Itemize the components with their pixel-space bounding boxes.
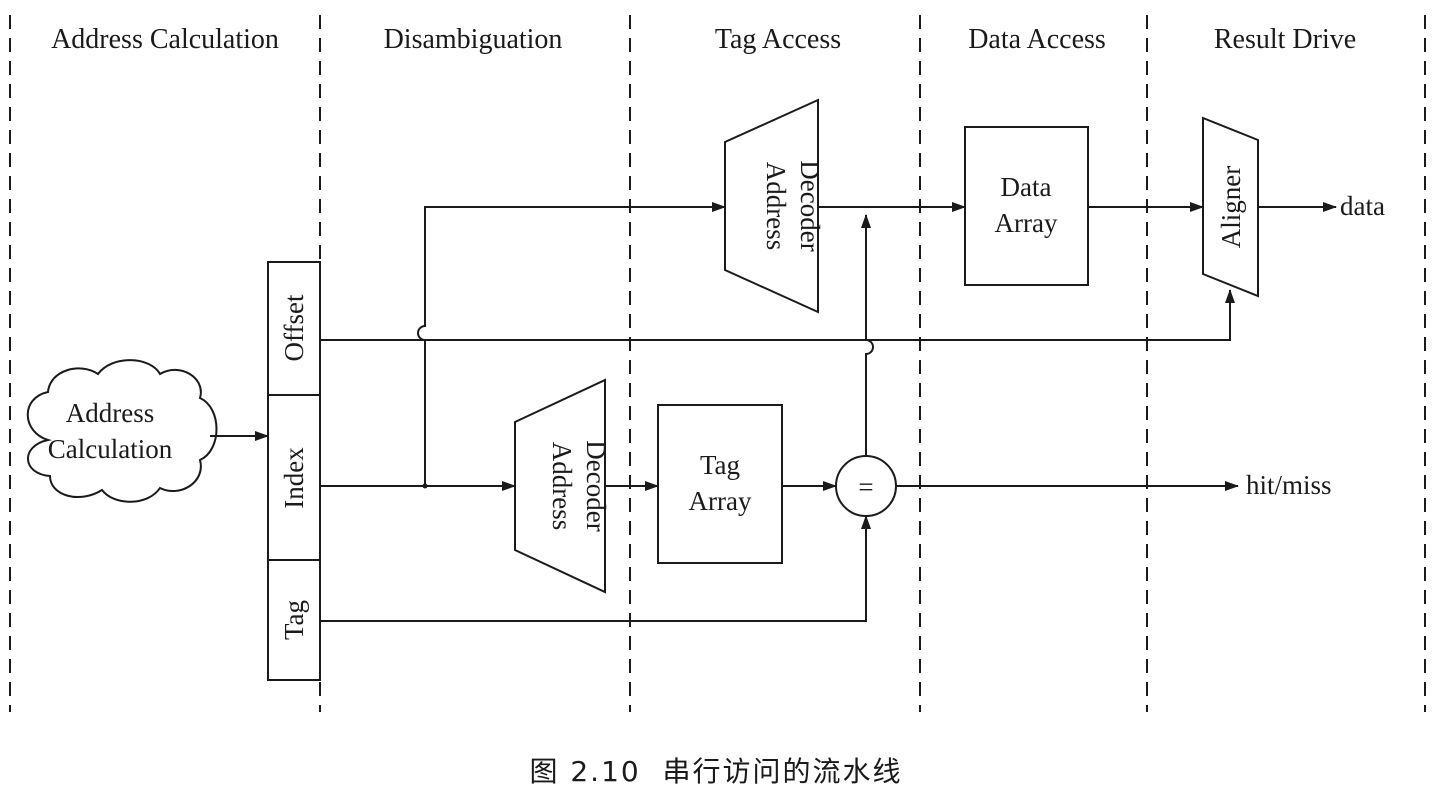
stage-label-tag-access: Tag Access (715, 24, 841, 55)
tag-field-to-comparator-wire (320, 515, 871, 622)
figure-caption: 图 2.10 串行访问的流水线 (529, 755, 902, 788)
signal-wires (320, 202, 1337, 622)
hit-miss-output-label: hit/miss (1246, 470, 1332, 500)
stage-label-disambiguation: Disambiguation (384, 24, 563, 55)
data-array-label-line2: Array (995, 208, 1058, 238)
tag-array: Tag Array (657, 404, 783, 564)
tag-array-label-line1: Tag (700, 450, 740, 480)
stage-label-result-drive: Result Drive (1214, 24, 1356, 55)
index-field (267, 394, 321, 561)
lower-decoder-label-line1: Address (547, 442, 577, 531)
data-output-label: data (1340, 191, 1385, 221)
lower-address-decoder: Address Decoder (514, 378, 611, 594)
tag-field (267, 559, 321, 681)
address-calculation-cloud: Address Calculation (26, 359, 218, 503)
data-array-label-line1: Data (1001, 172, 1052, 202)
address-register: Offset Index Tag (267, 261, 321, 681)
cloud-label-line1: Address (66, 398, 155, 428)
tag-field-label: Tag (279, 600, 309, 640)
index-field-label: Index (279, 447, 309, 509)
tag-comparator: = (835, 455, 897, 517)
cloud-label-line2: Calculation (48, 434, 173, 464)
comparator-to-data-path-wire (861, 214, 874, 456)
aligner: Aligner (1202, 116, 1259, 298)
upper-decoder-label-line1: Address (761, 162, 791, 251)
stage-headers: Address Calculation Disambiguation Tag A… (51, 24, 1356, 55)
stage-label-address-calculation: Address Calculation (51, 24, 279, 55)
stage-label-data-access: Data Access (968, 24, 1106, 55)
index-branch-junction (422, 483, 428, 489)
stage-dividers (9, 15, 1426, 712)
offset-to-aligner-wire (320, 289, 1235, 341)
offset-field-label: Offset (279, 294, 309, 361)
aligner-label: Aligner (1216, 166, 1246, 248)
data-array: Data Array (964, 126, 1089, 286)
tag-array-label-line2: Array (689, 486, 752, 516)
comparator-symbol: = (858, 472, 873, 502)
upper-address-decoder: Address Decoder (724, 98, 825, 314)
